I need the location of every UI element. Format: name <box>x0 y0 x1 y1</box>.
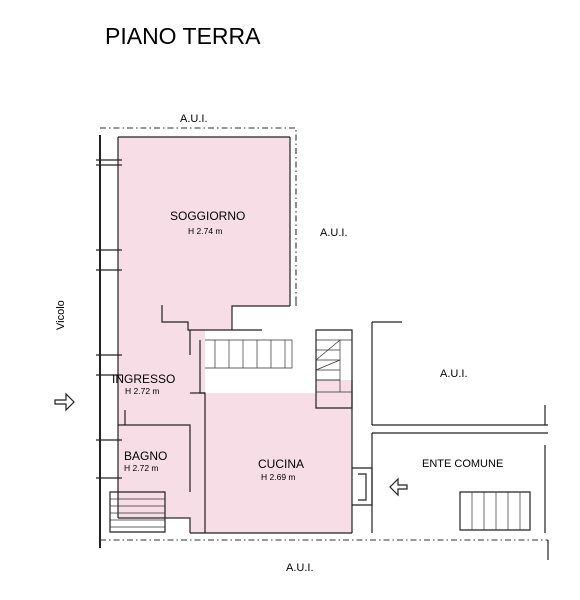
room-name-ingresso: INGRESSO <box>112 372 175 386</box>
room-height-ingresso: H 2.72 m <box>125 386 160 396</box>
stair-corridor <box>205 339 293 369</box>
entrance-arrow-right <box>389 477 408 497</box>
boundary-top <box>100 127 297 300</box>
label-aui-bottom: A.U.I. <box>286 562 314 574</box>
stair-lower-left <box>109 491 190 533</box>
label-vicolo: Vicolo <box>55 300 67 330</box>
room-height-cucina: H 2.69 m <box>261 472 296 482</box>
label-aui-middle: A.U.I. <box>440 368 468 380</box>
room-name-cucina: CUCINA <box>258 457 304 471</box>
label-aui-right: A.U.I. <box>320 227 348 239</box>
room-name-soggiorno: SOGGIORNO <box>170 209 245 223</box>
entrance-arrow-left <box>54 392 75 412</box>
interior-floor <box>118 137 352 533</box>
property-boundaries <box>100 127 548 541</box>
page-title: PIANO TERRA <box>105 23 261 49</box>
room-name-bagno: BAGNO <box>124 449 167 463</box>
label-ente-comune: ENTE COMUNE <box>422 458 503 470</box>
stair-kitchen <box>315 329 353 409</box>
label-aui-top: A.U.I. <box>180 113 208 125</box>
room-height-bagno: H 2.72 m <box>124 463 159 473</box>
room-height-soggiorno: H 2.74 m <box>188 226 223 236</box>
stair-ente-comune <box>459 491 531 531</box>
